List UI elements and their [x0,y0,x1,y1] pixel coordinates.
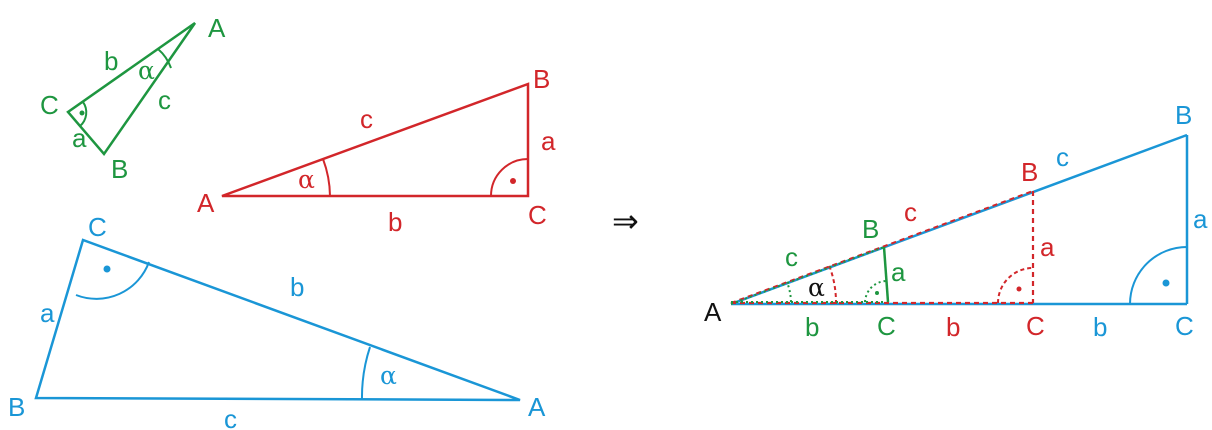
green-right-angle-dot [79,110,85,116]
blue-vertex-a: A [528,392,546,422]
red-angle-alpha-arc [322,158,331,197]
combined-green-angle-arc [786,281,792,303]
blue-angle-alpha: α [380,361,397,390]
combined-blue-vertex-b: B [1175,100,1192,130]
red-vertex-b: B [533,64,550,94]
green-vertex-c: C [40,90,59,120]
combined-green-side-a-line [882,246,890,303]
combined-green-side-c: c [785,242,798,272]
green-side-a: a [72,123,87,153]
combined-green-vertex-b: B [862,214,879,244]
blue-side-a: a [40,298,55,328]
blue-side-b: b [290,272,304,302]
combined-red-right-angle-arc [997,267,1034,304]
combined-green-hypotenuse [730,246,885,305]
combined-green-right-angle-arc [864,280,887,303]
combined-green-side-b: b [805,312,819,342]
green-angle-alpha: α [138,56,155,85]
red-side-c: c [360,104,373,134]
combined-blue-right-angle-arc [1129,246,1188,305]
combined-blue-side-c: c [1056,142,1069,172]
green-triangle: A C B b c a α [40,13,226,184]
red-right-angle-dot [510,178,516,184]
blue-vertex-c: C [88,212,107,242]
combined-red-vertex-b: B [1021,157,1038,187]
blue-vertex-b: B [8,392,25,422]
red-vertex-a: A [197,188,215,218]
combined-red-vertex-c: C [1026,311,1045,341]
combined-red-angle-arc [828,264,838,305]
combined-green-right-angle-dot [875,291,879,295]
blue-angle-alpha-arc [360,346,371,401]
blue-right-angle-arc [75,261,150,300]
combined-red-right-angle-dot [1016,286,1022,292]
combined-blue-side-b: b [1093,312,1107,342]
red-vertex-c: C [528,200,547,230]
implies-arrow: ⇒ [612,202,639,240]
combined-red-side-b: b [946,312,960,342]
green-side-b: b [104,46,118,76]
combined-green-vertex-c: C [877,311,896,341]
combined-red-side-c: c [904,197,917,227]
green-vertex-b: B [111,154,128,184]
combined-blue-vertex-c: C [1175,311,1194,341]
red-right-angle-arc [490,158,529,197]
green-angle-alpha-arc [157,48,172,69]
combined-triangles: A α B C a b c B C a b c B C a b c [704,100,1208,342]
green-right-angle-arc [79,101,88,127]
red-angle-alpha: α [298,165,315,194]
red-triangle: A C B c b a α [197,64,556,237]
blue-triangle: C B A a b c α [8,212,546,430]
red-triangle-outline [221,82,530,198]
red-side-a: a [541,126,556,156]
green-side-c: c [158,85,171,115]
combined-vertex-a: A [704,297,722,327]
combined-red-side-a: a [1040,232,1055,262]
combined-green-side-a: a [891,257,906,287]
blue-right-angle-dot [103,265,111,273]
blue-triangle-outline [34,238,521,402]
blue-side-c: c [224,404,237,430]
green-vertex-a: A [208,13,226,43]
combined-blue-side-a: a [1193,204,1208,234]
red-side-b: b [388,207,402,237]
combined-angle-alpha: α [808,273,825,302]
combined-blue-right-angle-dot [1162,279,1170,287]
green-triangle-outline [66,21,197,157]
